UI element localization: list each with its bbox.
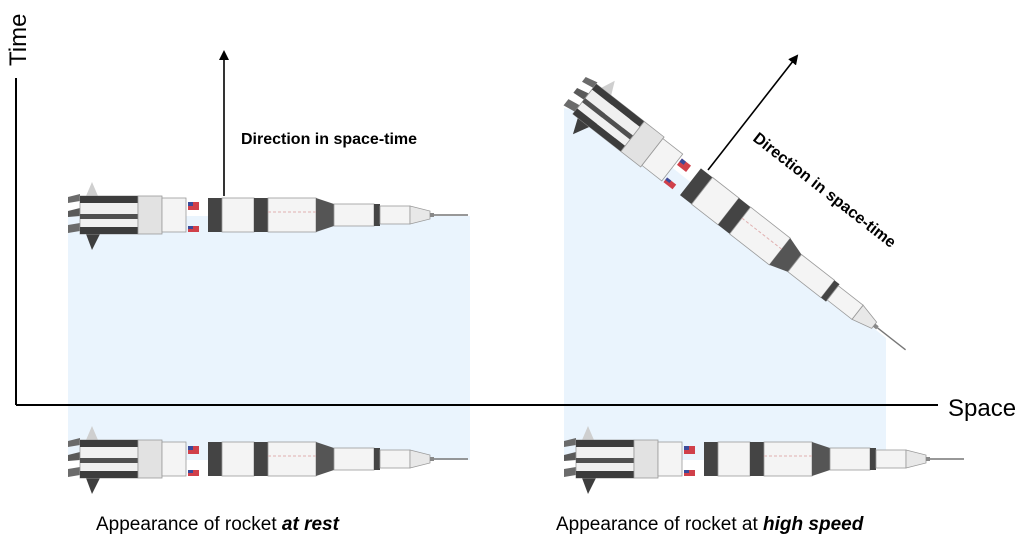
space-axis-label: Space [948, 395, 1016, 422]
rest-caption: Appearance of rocket at rest [96, 514, 339, 536]
moving-direction-arrow [707, 54, 799, 171]
time-axis-label: Time [5, 14, 32, 66]
moving-worldline-region [564, 108, 886, 460]
rest-caption-prefix: Appearance of rocket [96, 514, 282, 535]
rest-caption-emphasis: at rest [281, 514, 339, 535]
high-speed-caption-prefix: Appearance of rocket at [556, 514, 764, 535]
rest-worldline-region [68, 216, 470, 460]
high-speed-caption: Appearance of rocket at high speed [556, 514, 863, 536]
rest-direction-label: Direction in space-time [241, 131, 417, 148]
high-speed-caption-emphasis: high speed [763, 514, 864, 535]
